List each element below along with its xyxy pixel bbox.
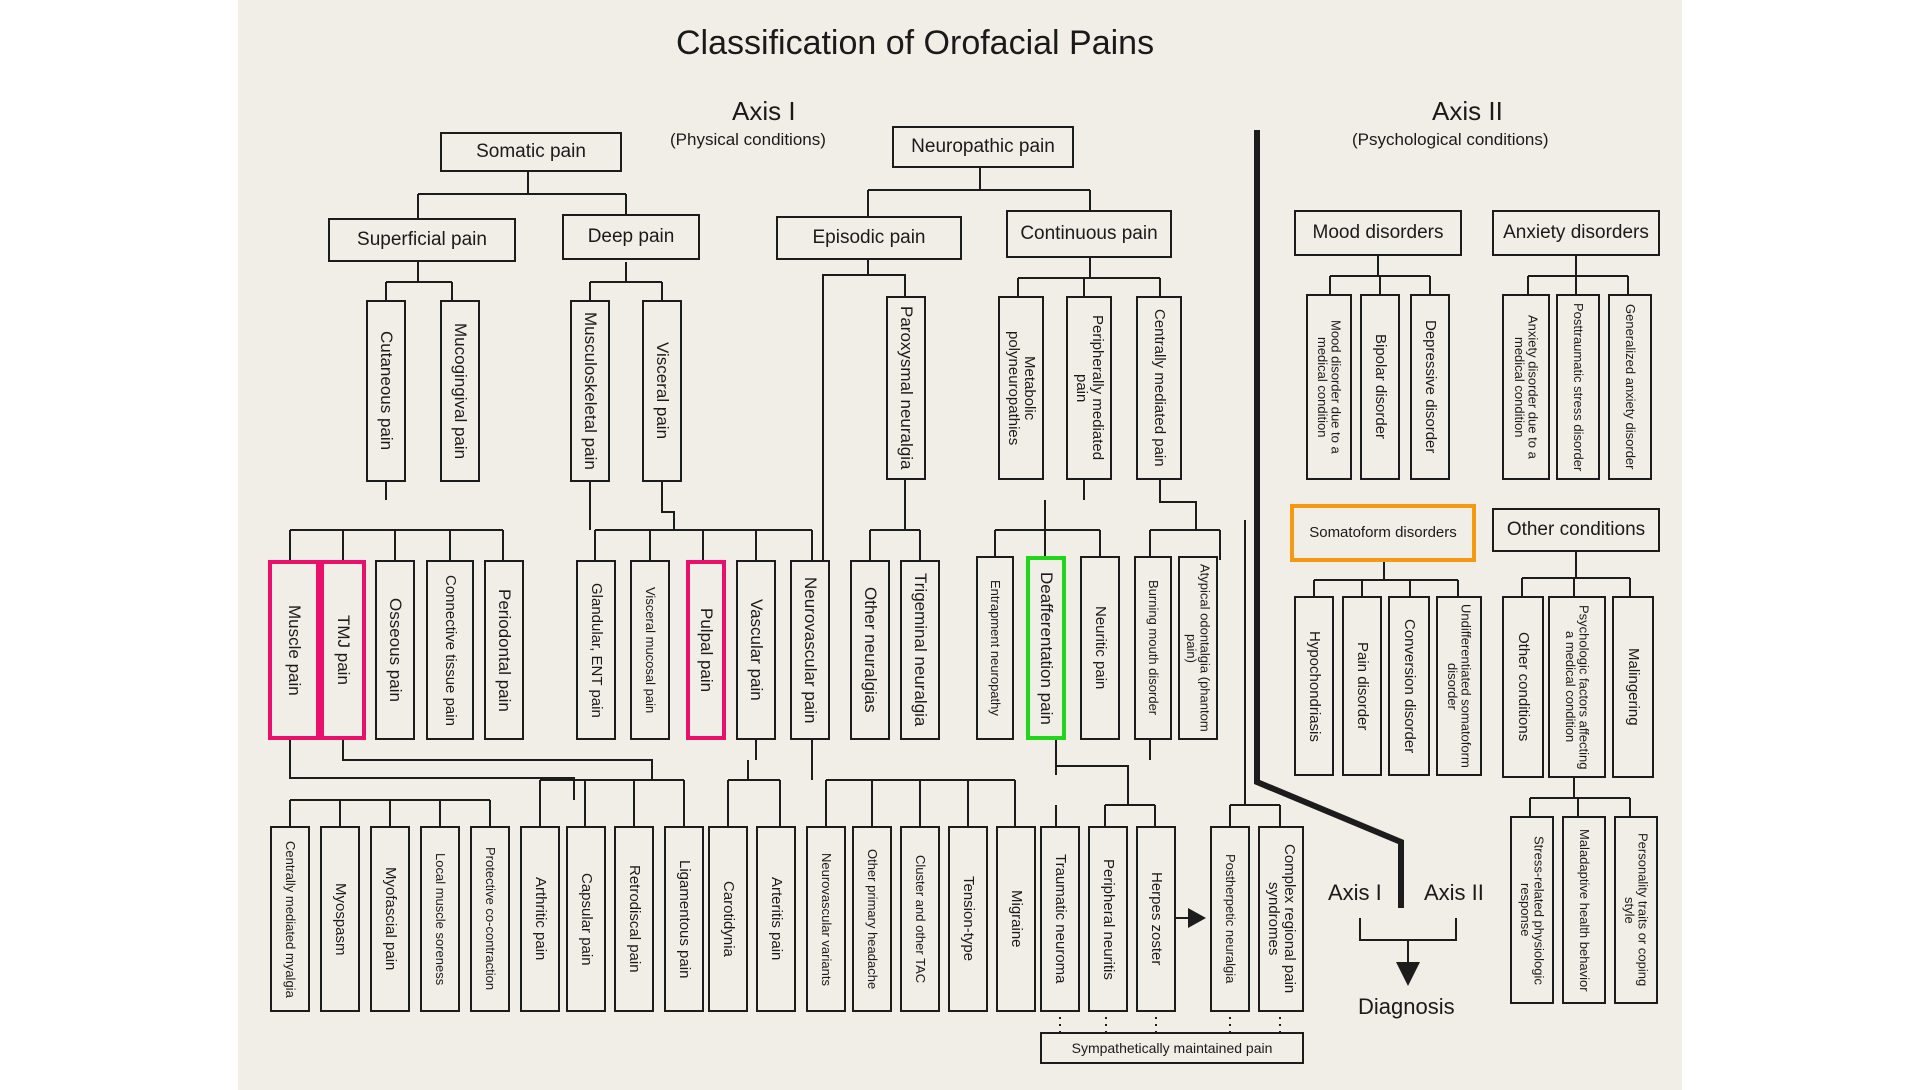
page-title: Classification of Orofacial Pains (676, 24, 1155, 62)
node-neurovascular-pain: Neurovascular pain (790, 560, 830, 740)
node-metabolic-polyneuropathies: Metabolic polyneuropathies (998, 296, 1044, 480)
node-pulpal-pain: Pulpal pain (686, 560, 726, 740)
node-osseous-pain: Osseous pain (375, 560, 415, 740)
axis1-subtitle: (Physical conditions) (670, 130, 826, 149)
node-entrapment-neuropathy: Entrapment neuropathy (976, 556, 1014, 740)
node-superficial-pain: Superficial pain (328, 218, 516, 262)
node-musculoskeletal-pain: Musculoskeletal pain (570, 300, 610, 482)
node-muscle-pain: Muscle pain (268, 560, 320, 740)
node-myospasm: Myospasm (320, 826, 360, 1012)
axis2-label: Axis II (1432, 96, 1503, 126)
node-local-muscle-soreness: Local muscle soreness (420, 826, 460, 1012)
node-posttraumatic-stress-disorder: Posttraumatic stress disorder (1556, 294, 1600, 480)
axis1-label: Axis I (732, 96, 796, 126)
node-visceral-pain: Visceral pain (642, 300, 682, 482)
node-cluster-and-other-tac: Cluster and other TAC (900, 826, 940, 1012)
node-ligamentous-pain: Ligamentous pain (664, 826, 704, 1012)
axis2-subtitle: (Psychological conditions) (1352, 130, 1549, 149)
node-personality-traits: Personality traits or coping style (1614, 816, 1658, 1004)
node-malingering: Malingering (1612, 596, 1654, 778)
node-sympathetically-maintained-pain: Sympathetically maintained pain (1040, 1032, 1304, 1064)
node-burning-mouth-disorder: Burning mouth disorder (1134, 556, 1172, 740)
node-connective-tissue-pain: Connective tissue pain (426, 560, 474, 740)
node-capsular-pain: Capsular pain (566, 826, 606, 1012)
node-somatoform-disorders: Somatoform disorders (1290, 504, 1476, 562)
node-bipolar-disorder: Bipolar disorder (1360, 294, 1400, 480)
node-retrodiscal-pain: Retrodiscal pain (614, 826, 654, 1012)
node-neuropathic-pain: Neuropathic pain (892, 126, 1074, 168)
node-arteritis-pain: Arteritis pain (756, 826, 796, 1012)
node-periodontal-pain: Periodontal pain (484, 560, 524, 740)
node-peripherally-mediated-pain: Peripherally mediated pain (1066, 296, 1112, 480)
node-other-conditions-leaf: Other conditions (1502, 596, 1544, 778)
node-centrally-mediated-myalgia: Centrally mediated myalgia (270, 826, 310, 1012)
node-conversion-disorder: Conversion disorder (1388, 596, 1430, 776)
node-episodic-pain: Episodic pain (776, 216, 962, 260)
node-peripheral-neuritis: Peripheral neuritis (1088, 826, 1128, 1012)
node-tmj-pain: TMJ pain (320, 560, 366, 740)
node-tension-type: Tension-type (948, 826, 988, 1012)
node-centrally-mediated-pain: Centrally mediated pain (1136, 296, 1182, 480)
node-pain-disorder: Pain disorder (1342, 596, 1382, 776)
node-other-neuralgias: Other neuralgias (850, 560, 890, 740)
node-glandular-ent-pain: Glandular, ENT pain (576, 560, 616, 740)
node-herpes-zoster: Herpes zoster (1136, 826, 1176, 1012)
node-hypochondriasis: Hypochondriasis (1294, 596, 1334, 776)
node-somatic-pain: Somatic pain (440, 132, 622, 172)
node-postherpetic-neuralgia: Postherpetic neuralgia (1210, 826, 1250, 1012)
node-traumatic-neuroma: Traumatic neuroma (1040, 826, 1080, 1012)
node-deep-pain: Deep pain (562, 214, 700, 260)
diagnosis-axis2-label: Axis II (1424, 880, 1484, 905)
node-continuous-pain: Continuous pain (1006, 210, 1172, 258)
node-arthritic-pain: Arthritic pain (520, 826, 560, 1012)
node-stress-related-response: Stress-related physiologic response (1510, 816, 1554, 1004)
node-paroxysmal-neuralgia: Paroxysmal neuralgia (886, 296, 926, 480)
node-carotidynia: Carotidynia (708, 826, 748, 1012)
node-anxiety-disorder-medical: Anxiety disorder due to a medical condit… (1502, 294, 1550, 480)
node-visceral-mucosal-pain: Visceral mucosal pain (630, 560, 670, 740)
node-psychologic-factors: Psychologic factors affecting a medical … (1548, 596, 1606, 778)
node-atypical-odontalgia: Atypical odontalgia (phantom pain) (1178, 556, 1218, 740)
node-generalized-anxiety-disorder: Generalized anxiety disorder (1608, 294, 1652, 480)
node-mood-disorders: Mood disorders (1294, 210, 1462, 256)
node-vascular-pain: Vascular pain (736, 560, 776, 740)
diagnosis-axis1-label: Axis I (1328, 880, 1382, 905)
node-protective-co-contraction: Protective co-contraction (470, 826, 510, 1012)
node-other-conditions: Other conditions (1492, 508, 1660, 552)
node-mood-disorder-medical: Mood disorder due to a medical condition (1306, 294, 1352, 480)
node-other-primary-headache: Other primary headache (852, 826, 892, 1012)
node-maladaptive-health-behavior: Maladaptive health behavior (1562, 816, 1606, 1004)
node-migraine: Migraine (996, 826, 1036, 1012)
node-neurovascular-variants: Neurovascular variants (806, 826, 846, 1012)
node-complex-regional-pain-syndromes: Complex regional pain syndromes (1258, 826, 1304, 1012)
node-mucogingival-pain: Mucogingival pain (440, 300, 480, 482)
node-undifferentiated-somatoform-disorder: Undifferentiated somatoform disorder (1436, 596, 1482, 776)
node-trigeminal-neuralgia: Trigeminal neuralgia (900, 560, 940, 740)
node-cutaneous-pain: Cutaneous pain (366, 300, 406, 482)
node-myofascial-pain: Myofascial pain (370, 826, 410, 1012)
node-neuritic-pain: Neuritic pain (1080, 556, 1120, 740)
node-deafferentation-pain: Deafferentation pain (1026, 556, 1066, 740)
diagnosis-label: Diagnosis (1358, 994, 1455, 1019)
node-depressive-disorder: Depressive disorder (1410, 294, 1450, 480)
node-anxiety-disorders: Anxiety disorders (1492, 210, 1660, 256)
